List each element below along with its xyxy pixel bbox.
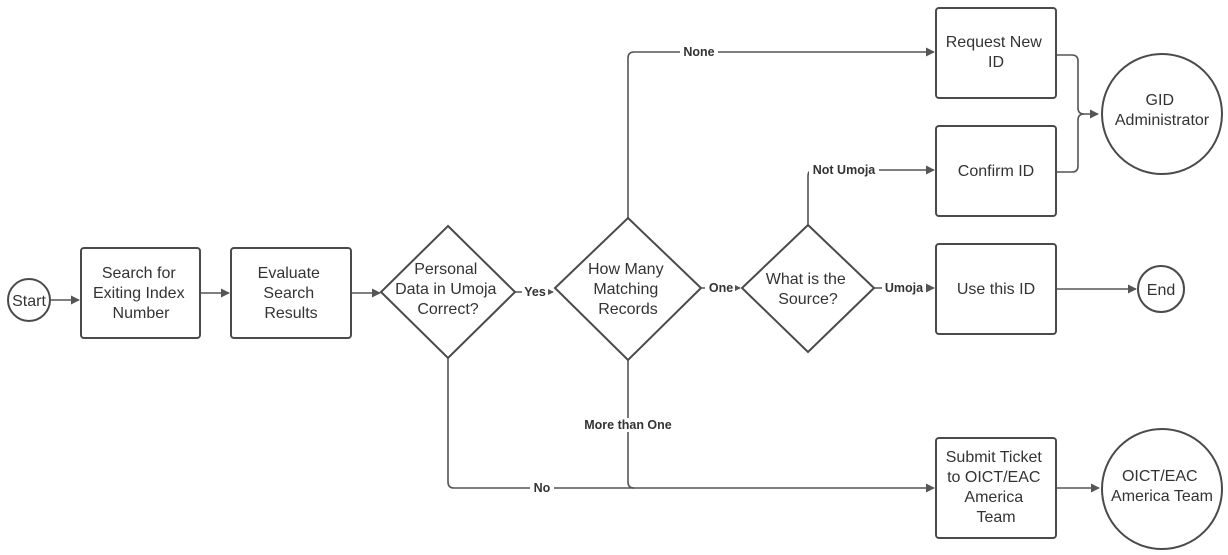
edge-labels: Yes One Umoja None Not Umoja More than O… — [522, 45, 926, 495]
evaluate-label: Evaluate Search Results — [258, 265, 325, 322]
submit-ticket-label: Submit Ticket to OICT/EAC America Team — [946, 449, 1046, 526]
edge-label-no: No — [534, 481, 551, 495]
edge-confirm-to-gid — [1056, 113, 1085, 173]
edge-matching-none-to-request — [627, 47, 935, 218]
use-this-id-node[interactable] — [935, 243, 1057, 335]
end-node[interactable] — [1137, 265, 1185, 313]
edge-label-more-than-one: More than One — [584, 418, 672, 432]
submit-ticket-node[interactable] — [935, 437, 1057, 539]
confirm-id-node[interactable] — [935, 125, 1057, 217]
edge-request-to-gid — [1056, 54, 1099, 119]
gid-administrator-node[interactable] — [1101, 53, 1223, 175]
oict-team-node[interactable] — [1101, 428, 1223, 550]
request-new-id-node[interactable] — [935, 7, 1057, 99]
search-node[interactable] — [80, 247, 201, 339]
request-new-id-label: Request New ID — [946, 34, 1047, 71]
edge-label-not-umoja: Not Umoja — [813, 163, 877, 177]
end-label: End — [1147, 282, 1175, 299]
edge-matching-more-than-one-to-submit — [627, 360, 635, 489]
edge-label-yes: Yes — [524, 285, 546, 299]
start-label: Start — [12, 293, 46, 310]
personal-data-label: Personal Data in Umoja Correct? — [395, 261, 501, 318]
edge-label-none: None — [683, 45, 714, 59]
search-label: Search for Exiting Index Number — [93, 265, 189, 322]
source-label: What is the Source? — [766, 271, 850, 308]
edge-label-one: One — [709, 281, 733, 295]
matching-records-label: How Many Matching Records — [588, 261, 668, 318]
personal-data-decision[interactable] — [379, 224, 517, 360]
edge-personal-no-to-submit — [447, 358, 935, 493]
matching-records-decision[interactable] — [553, 216, 703, 362]
start-node[interactable] — [7, 278, 51, 322]
confirm-id-label: Confirm ID — [958, 163, 1034, 180]
source-decision[interactable] — [740, 223, 876, 354]
nodes — [7, 7, 1223, 550]
edge-source-not-umoja-to-confirm — [807, 165, 935, 225]
evaluate-node[interactable] — [230, 247, 352, 339]
use-this-id-label: Use this ID — [957, 281, 1035, 298]
gid-administrator-label: GID Administrator — [1115, 92, 1210, 129]
edge-label-umoja: Umoja — [885, 281, 924, 295]
oict-team-label: OICT/EAC America Team — [1111, 468, 1213, 505]
node-labels: Start Search for Exiting Index Number Ev… — [12, 34, 1213, 526]
